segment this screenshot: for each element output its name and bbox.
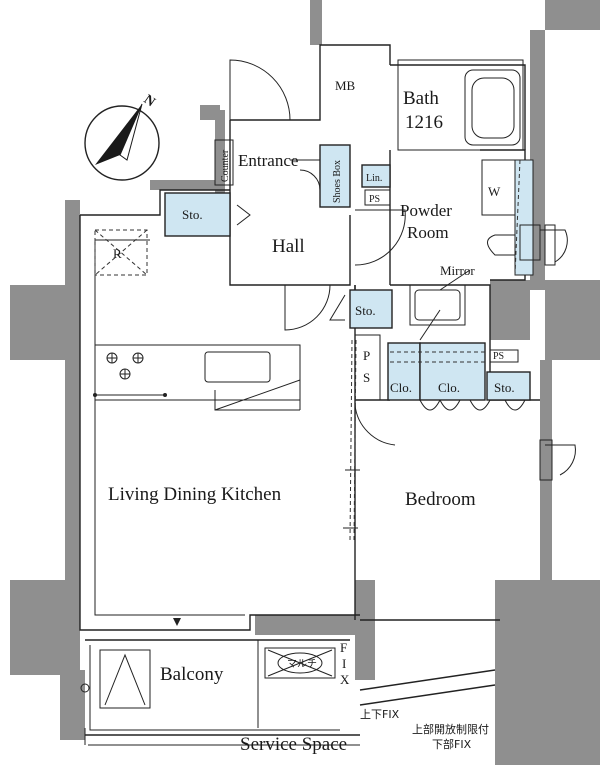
label-s: S xyxy=(363,370,370,385)
svg-text:N: N xyxy=(141,92,158,110)
note-fix-2: 上部開放制限付 xyxy=(412,722,489,736)
room-label-room: Room xyxy=(407,223,449,242)
stove-burner-icon xyxy=(106,352,144,380)
label-counter: Counter xyxy=(220,149,231,182)
bath-fixtures xyxy=(397,59,541,341)
label-clo-1: Clo. xyxy=(390,380,412,395)
room-label-ldk: Living Dining Kitchen xyxy=(108,484,282,505)
label-mirror: Mirror xyxy=(440,263,475,278)
room-label-hall: Hall xyxy=(272,236,305,257)
label-fix-x: X xyxy=(340,672,350,687)
label-sto-bedroom: Sto. xyxy=(494,380,515,395)
label-fix-i: I xyxy=(342,656,346,671)
label-sto-ldk: Sto. xyxy=(355,303,376,318)
room-labels: Living Dining Kitchen Bedroom Hall Entra… xyxy=(108,78,515,755)
label-sto-hall: Sto. xyxy=(182,207,203,222)
note-fix-1: 上下FIX xyxy=(360,708,400,721)
storage-blocks xyxy=(164,139,531,401)
label-p: P xyxy=(363,348,370,363)
structural-walls xyxy=(10,0,600,765)
label-fix-f: F xyxy=(340,640,347,655)
room-label-bedroom: Bedroom xyxy=(405,489,476,510)
room-label-bath-size: 1216 xyxy=(405,112,443,133)
room-label-bath: Bath xyxy=(403,88,439,109)
label-r: R xyxy=(113,246,122,261)
room-label-balcony: Balcony xyxy=(160,664,224,685)
room-label-powder: Powder xyxy=(400,201,452,220)
kitchen-fixtures xyxy=(93,229,360,541)
label-lin: Lin. xyxy=(366,173,382,184)
room-label-service-space: Service Space xyxy=(240,734,347,755)
label-ps-1: PS xyxy=(369,194,380,205)
note-fix-3: 下部FIX xyxy=(432,737,472,751)
label-ps-2: PS xyxy=(493,351,504,362)
label-mb: MB xyxy=(335,78,356,93)
label-shoes-box: Shoes Box xyxy=(332,160,343,203)
label-clo-2: Clo. xyxy=(438,380,460,395)
north-arrow-icon: N xyxy=(84,92,160,181)
balcony-fixtures: マルチ xyxy=(80,618,336,709)
room-label-entrance: Entrance xyxy=(238,151,298,170)
label-w: W xyxy=(488,184,501,199)
